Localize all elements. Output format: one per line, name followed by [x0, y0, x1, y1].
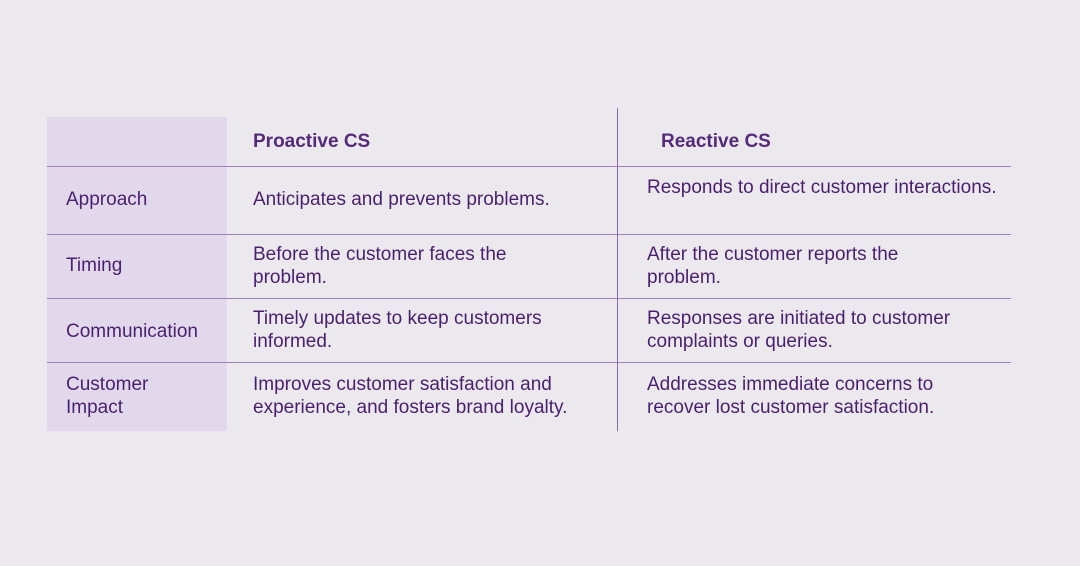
- row-divider-3: [47, 298, 1011, 299]
- row-label-approach: Approach: [66, 189, 148, 210]
- column-divider: [617, 108, 618, 431]
- column-header-reactive: Reactive CS: [661, 131, 771, 152]
- column-header-proactive: Proactive CS: [253, 131, 371, 152]
- row-divider-2: [47, 234, 1011, 235]
- row-label-customer-impact: Customer Impact: [66, 374, 149, 418]
- cell-customer-impact-reactive: Addresses immediate concerns to recover …: [647, 374, 935, 418]
- cell-customer-impact-proactive: Improves customer satisfaction and exper…: [253, 374, 568, 418]
- cell-timing-proactive: Before the customer faces the problem.: [253, 244, 507, 288]
- row-label-timing: Timing: [66, 255, 123, 276]
- cell-communication-reactive: Responses are initiated to customer comp…: [647, 308, 951, 352]
- cell-communication-proactive: Timely updates to keep customers informe…: [253, 308, 542, 352]
- row-label-communication: Communication: [66, 321, 198, 342]
- row-divider-4: [47, 362, 1011, 363]
- cell-approach-reactive: Responds to direct customer interactions…: [647, 177, 997, 198]
- row-label-column: [47, 117, 227, 431]
- row-divider-1: [47, 166, 1011, 167]
- cell-timing-reactive: After the customer reports the problem.: [647, 244, 899, 288]
- cell-approach-proactive: Anticipates and prevents problems.: [253, 189, 550, 210]
